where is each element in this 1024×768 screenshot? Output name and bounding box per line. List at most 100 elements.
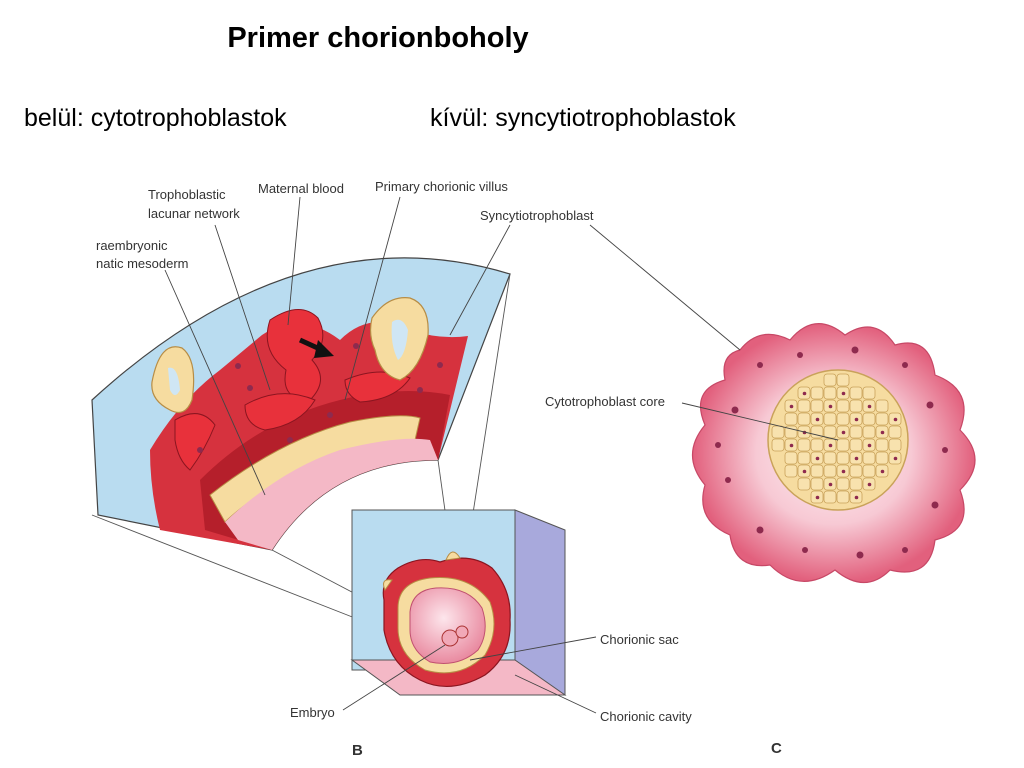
cytotrophoblast-cell [888,438,902,452]
label-primary-chorionic-villus: Primary chorionic villus [375,179,508,194]
cytotrophoblast-cell [823,490,837,504]
cytotrophoblast-cell [862,386,876,400]
label-trophoblastic-2: lacunar network [148,206,240,221]
cell-nucleus [880,430,885,435]
cytotrophoblast-cell [810,438,824,452]
chorionic-cavity [409,587,486,664]
cytotrophoblast-cell [810,477,824,491]
caption-inside-cytotrophoblast: belül: cytotrophoblastok [24,104,287,132]
cell-nucleus [854,456,859,461]
label-extraembryonic-2: natic mesoderm [96,256,188,271]
cytotrophoblast-cell [810,464,824,478]
cell-nucleus [867,443,872,448]
cytotrophoblast-cell [888,425,902,439]
cytotrophoblast-cell [836,412,850,426]
cytotrophoblast-cell [836,477,850,491]
panel-c-cross-section [692,323,976,583]
cell-nucleus [854,495,859,500]
cytotrophoblast-cell [849,425,863,439]
cytotrophoblast-cell [810,386,824,400]
maternal-blood-lacuna-3 [244,393,316,431]
figure-svg: Trophoblastic lacunar network Maternal b… [91,179,976,759]
caption-outside-syncytiotrophoblast: kívül: syncytiotrophoblastok [430,104,736,132]
primary-villus-right [369,297,429,381]
embryo [441,629,459,647]
cytotrophoblast-cell [849,438,863,452]
wedge-nuclei [197,343,443,453]
cytotrophoblast-cell [836,451,850,465]
cytotrophoblast-cell [849,386,863,400]
cell-nucleus [789,443,794,448]
label-embryo: Embryo [290,705,335,720]
cell-nucleus [789,404,794,409]
cytotrophoblast-cell [797,477,811,491]
cell-nucleus [867,404,872,409]
label-chorionic-sac: Chorionic sac [600,632,679,647]
cytotrophoblast-cell [836,373,850,387]
panel-label-b: B [352,742,363,759]
cell-nucleus [880,469,885,474]
cytotrophoblast-cell [784,451,798,465]
cytotrophoblast-cell [823,373,837,387]
cytotrophoblast-cell [849,477,863,491]
cytotrophoblast-cell [810,425,824,439]
sac-villus-1 [445,551,461,561]
cell-nucleus [802,391,807,396]
cytotrophoblast-cell [797,451,811,465]
cell-nucleus [828,482,833,487]
leader-lines [164,196,839,714]
label-cytotrophoblast-core: Cytotrophoblast core [545,394,665,409]
cytotrophoblast-cell [823,425,837,439]
maternal-blood-lacuna-1 [266,309,324,401]
panel-b-block [350,509,567,696]
cell-nucleus [841,391,846,396]
cytotrophoblast-cell [823,386,837,400]
label-maternal-blood: Maternal blood [258,181,344,196]
cytotrophoblast-cell [797,412,811,426]
syncytium-nuclei [715,346,948,559]
cell-nucleus [828,443,833,448]
cytotrophoblast-cell [823,451,837,465]
cytotrophoblast-cell [784,464,798,478]
slide-title: Primer chorionboholy [227,22,529,54]
cytotrophoblast-cell [862,451,876,465]
cytotrophoblast-cell [771,425,785,439]
cell-nucleus [893,417,898,422]
embryo-yolk-sac [455,625,469,639]
cytotrophoblast-cell [862,412,876,426]
maternal-blood-lacuna-4 [344,371,411,403]
cytotrophoblast-cell [875,399,889,413]
cytotrophoblast-cell [862,464,876,478]
cytotrophoblast-cell [771,438,785,452]
cell-nucleus [815,417,820,422]
cytotrophoblast-cell [784,425,798,439]
cytotrophoblast-cell [823,412,837,426]
blood-flow-arrowhead [314,340,334,358]
primary-villus-left [151,346,195,413]
cytotrophoblast-cell [849,464,863,478]
cytotrophoblast-cell [797,438,811,452]
label-extraembryonic-1: raembryonic [96,238,168,253]
cytotrophoblast-cell [875,438,889,452]
panel-b-wedge [91,257,511,551]
cytotrophoblast-cell [784,412,798,426]
cytotrophoblast-cell [836,399,850,413]
cell-nucleus [893,456,898,461]
cell-nucleus [867,482,872,487]
sac-villus-2 [383,579,393,592]
label-syncytiotrophoblast: Syncytiotrophoblast [480,208,594,223]
extraembryonic-mesoderm [225,438,438,550]
cytotrophoblast-cell [823,464,837,478]
cell-nucleus [854,417,859,422]
label-trophoblastic-1: Trophoblastic [148,187,226,202]
cytotrophoblast-cell [875,412,889,426]
cell-nucleus [828,404,833,409]
cytotrophoblast-cell [836,438,850,452]
cytotrophoblast-cells [771,373,902,504]
cytotrophoblast-cell [797,399,811,413]
chorionic-villus-figure: Trophoblastic lacunar network Maternal b… [0,150,1024,768]
cytotrophoblast-cell [862,425,876,439]
cytotrophoblast-cell [836,490,850,504]
cell-nucleus [815,495,820,500]
cytotrophoblast-cell [849,399,863,413]
